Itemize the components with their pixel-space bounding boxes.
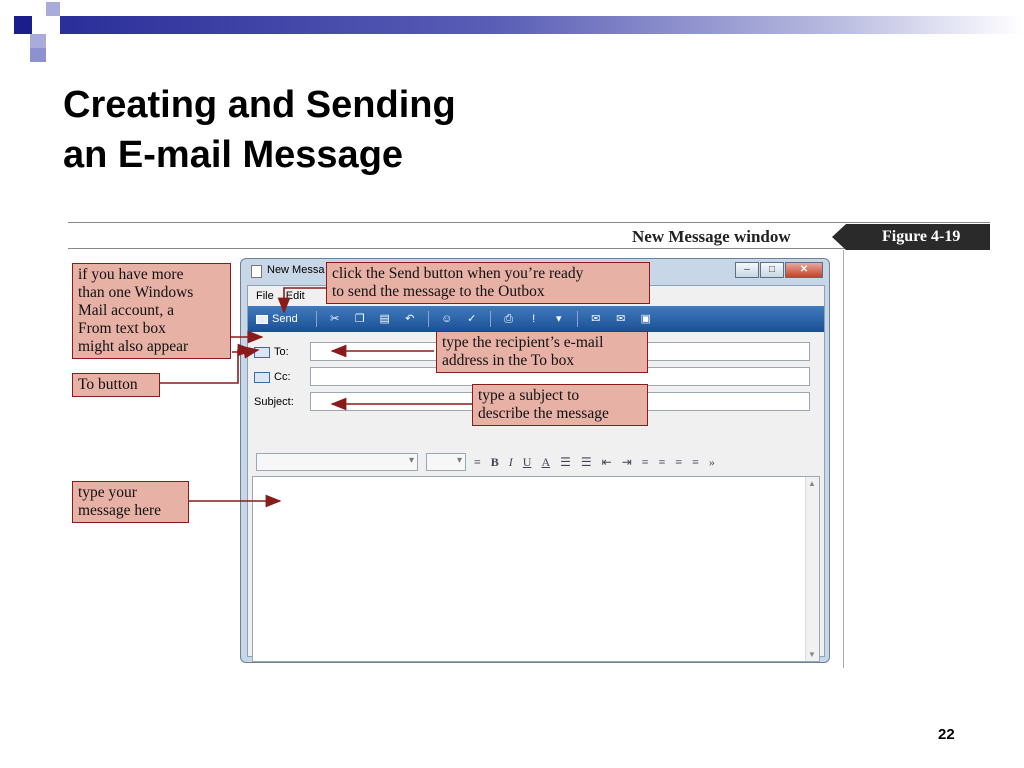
font-select[interactable] — [256, 453, 418, 471]
decor-square — [30, 48, 46, 62]
scroll-up-icon[interactable]: ▲ — [808, 479, 816, 488]
figure-caption: New Message window — [632, 227, 791, 246]
callout-line: message here — [78, 502, 162, 519]
justify-icon[interactable]: ≡ — [692, 454, 699, 469]
cc-row: Cc: — [254, 367, 291, 387]
figure-badge — [832, 224, 990, 250]
window-title: New Messa — [267, 264, 325, 276]
sign-icon[interactable]: ✉ — [591, 313, 601, 325]
scroll-down-icon[interactable]: ▼ — [808, 650, 816, 659]
message-scrollbar[interactable]: ▲ ▼ — [805, 477, 819, 661]
figure-rule — [68, 222, 990, 223]
cc-button[interactable]: Cc: — [274, 371, 291, 383]
slide-title: Creating and Sending an E-mail Message — [63, 80, 456, 180]
decor-square — [30, 34, 46, 48]
callout-from-box: if you have more than one Windows Mail a… — [72, 263, 231, 359]
window-controls: – □ ✕ — [735, 262, 824, 279]
menu-bar: File Edit — [248, 286, 824, 306]
font-size-select[interactable] — [426, 453, 466, 471]
spelling-icon[interactable]: ✓ — [467, 313, 477, 325]
header-gradient-bar — [68, 16, 1024, 34]
callout-line: describe the message — [478, 405, 609, 422]
dropdown-icon[interactable]: ▾ — [555, 313, 562, 325]
align-right-icon[interactable]: ≡ — [675, 454, 683, 469]
toolbar-separator — [315, 311, 317, 327]
formatting-toolbar: ≡ B I U A ☰ ☰ ⇤ ⇥ ≡ ≡ ≡ ≡ » — [250, 450, 822, 474]
offline-icon[interactable]: ▣ — [640, 313, 651, 325]
callout-line: Mail account, a — [78, 302, 174, 319]
callout-line: From text box — [78, 320, 166, 337]
copy-icon[interactable]: ❐ — [354, 313, 365, 325]
callout-recipient: type the recipient’s e-mail address in t… — [436, 331, 648, 373]
style-icon[interactable]: ≡ — [474, 454, 481, 469]
to-button[interactable]: To: — [274, 346, 289, 358]
decor-square — [60, 16, 76, 34]
check-names-icon[interactable]: ☺ — [441, 313, 453, 325]
callout-line: type your — [78, 484, 137, 501]
callout-message: type your message here — [72, 481, 189, 523]
callout-line: click the Send button when you’re ready — [332, 265, 584, 282]
figure-label: Figure 4-19 — [882, 228, 961, 245]
callout-line: if you have more — [78, 266, 184, 283]
numbered-list-icon[interactable]: ☰ — [560, 454, 571, 469]
menu-file[interactable]: File — [256, 290, 274, 302]
subject-row: Subject: — [254, 392, 294, 412]
maximize-button[interactable]: □ — [760, 262, 784, 278]
attach-icon[interactable]: ⎙ — [504, 313, 514, 325]
send-icon — [256, 314, 268, 324]
callout-line: To button — [78, 376, 138, 393]
toolbar-separator — [576, 311, 578, 327]
callout-subject: type a subject to describe the message — [472, 384, 648, 426]
more-icon[interactable]: » — [708, 454, 715, 469]
slide-title-line: Creating and Sending — [63, 84, 456, 126]
figure-rule — [68, 248, 990, 249]
subject-label: Subject: — [254, 396, 294, 408]
decor-square — [46, 2, 60, 16]
cut-icon[interactable]: ✂ — [330, 313, 340, 325]
underline-button[interactable]: U — [522, 454, 532, 469]
toolbar: Send ✂ ❐ ▤ ↶ ☺ ✓ ⎙ ! ▾ ✉ ✉ ▣ — [248, 306, 824, 332]
document-icon — [251, 265, 262, 278]
increase-indent-icon[interactable]: ⇥ — [621, 454, 632, 469]
cc-card-icon — [254, 371, 270, 383]
send-label: Send — [272, 313, 298, 325]
encrypt-icon[interactable]: ✉ — [616, 313, 626, 325]
toolbar-separator — [489, 311, 491, 327]
message-body[interactable]: ▲ ▼ — [252, 476, 820, 662]
align-left-icon[interactable]: ≡ — [641, 454, 649, 469]
slide-title-line: an E-mail Message — [63, 134, 404, 176]
callout-send: click the Send button when you’re ready … — [326, 262, 650, 304]
paste-icon[interactable]: ▤ — [379, 313, 390, 325]
priority-icon[interactable]: ! — [532, 313, 536, 325]
align-center-icon[interactable]: ≡ — [658, 454, 666, 469]
callout-line: type a subject to — [478, 387, 580, 404]
arrow-to-button — [160, 343, 254, 384]
arrow-send — [277, 287, 326, 314]
close-button[interactable]: ✕ — [785, 262, 823, 278]
callout-to-button: To button — [72, 373, 160, 397]
figure-right-rule — [843, 250, 844, 668]
callout-line: than one Windows — [78, 284, 194, 301]
minimize-button[interactable]: – — [735, 262, 759, 278]
callout-line: might also appear — [78, 338, 189, 355]
decrease-indent-icon[interactable]: ⇤ — [601, 454, 612, 469]
bold-button[interactable]: B — [490, 454, 499, 469]
callout-line: address in the To box — [442, 352, 575, 369]
menu-edit[interactable]: Edit — [285, 290, 305, 302]
send-button[interactable]: Send — [256, 313, 298, 325]
callout-line: to send the message to the Outbox — [332, 283, 545, 300]
font-color-button[interactable]: A — [541, 454, 551, 469]
toolbar-separator — [427, 311, 429, 327]
italic-button[interactable]: I — [508, 454, 513, 469]
bullet-list-icon[interactable]: ☰ — [580, 454, 592, 469]
callout-line: type the recipient’s e-mail — [442, 334, 604, 351]
decor-square — [14, 16, 32, 34]
page-number: 22 — [938, 726, 955, 743]
undo-icon[interactable]: ↶ — [405, 313, 415, 325]
